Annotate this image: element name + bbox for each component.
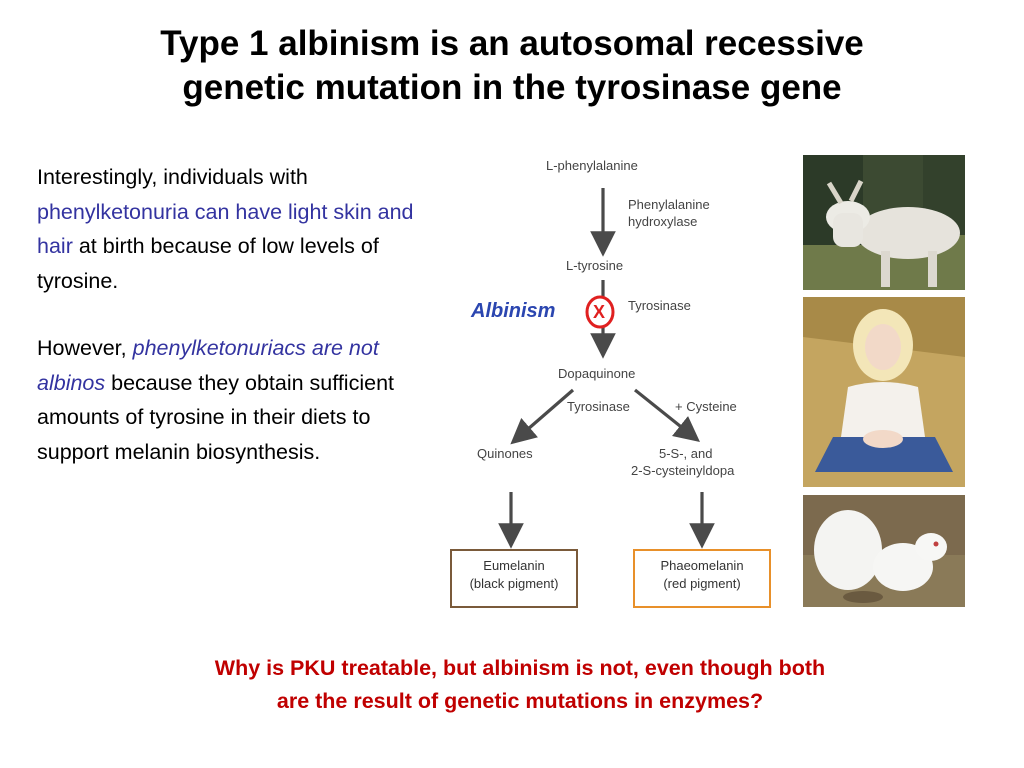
albino-woman-photo (803, 297, 965, 487)
p1-highlight: phenylketonuria can have light skin and … (37, 199, 414, 259)
label-phenylalanine: L-phenylalanine (546, 158, 638, 173)
block-mark: X (593, 302, 606, 322)
p1-text-start: Interestingly, individuals with (37, 165, 308, 189)
label-quinones: Quinones (477, 446, 533, 461)
paragraph-pku-light-skin: Interestingly, individuals with phenylke… (37, 160, 447, 298)
label-tyrosinase-1: Tyrosinase (628, 298, 691, 313)
paragraph-pku-not-albinos: However, phenylketonuriacs are not albin… (37, 331, 447, 469)
label-cysteinyldopa-2: 2-S-cysteinyldopa (631, 463, 735, 478)
albinism-label: Albinism (471, 300, 556, 322)
label-cysteinyldopa-1: 5-S-, and (659, 446, 713, 461)
label-cysteine: + Cysteine (675, 399, 737, 414)
title-line-1: Type 1 albinism is an autosomal recessiv… (160, 24, 864, 63)
question-line-2: are the result of genetic mutations in e… (276, 689, 764, 713)
p2-text-start: However, (37, 336, 133, 360)
block-x-icon (585, 295, 615, 329)
eumelanin-name: Eumelanin (483, 558, 545, 573)
explanation-text: Interestingly, individuals with phenylke… (37, 160, 447, 469)
pathway-arrows (498, 188, 715, 549)
eumelanin-box: Eumelanin (black pigment) (450, 549, 578, 608)
label-tyrosinase-2: Tyrosinase (567, 399, 630, 414)
phaeomelanin-desc: (red pigment) (663, 576, 741, 591)
discussion-question: Why is PKU treatable, but albinism is no… (0, 652, 1024, 718)
label-tyrosine: L-tyrosine (566, 258, 624, 273)
p1-text-end: at birth because of low levels of tyrosi… (37, 234, 379, 293)
label-dopaquinone: Dopaquinone (558, 366, 636, 381)
melanin-pathway-diagram: L-phenylalanine Phenylalanine hydroxylas… (440, 150, 790, 620)
phaeomelanin-name: Phaeomelanin (660, 558, 744, 573)
question-line-1: Why is PKU treatable, but albinism is no… (214, 656, 826, 680)
p2-text-end: because they obtain sufficient amounts o… (37, 370, 394, 464)
arrow-dopaquinone-to-cysteinyldopa (634, 388, 700, 442)
albino-moose-photo (803, 155, 965, 290)
label-phenylalanine-hydroxylase-2: hydroxylase (628, 214, 698, 229)
p2-highlight: phenylketonuriacs are not albinos (37, 336, 379, 395)
slide-title: Type 1 albinism is an autosomal recessiv… (0, 22, 1024, 110)
arrow-dopaquinone-to-quinones (510, 388, 575, 445)
eumelanin-desc: (black pigment) (469, 576, 559, 591)
title-line-2: genetic mutation in the tyrosinase gene (182, 68, 842, 107)
label-phenylalanine-hydroxylase-1: Phenylalanine (628, 197, 710, 212)
albino-squirrel-photo (803, 495, 965, 607)
phaeomelanin-box: Phaeomelanin (red pigment) (633, 549, 771, 608)
